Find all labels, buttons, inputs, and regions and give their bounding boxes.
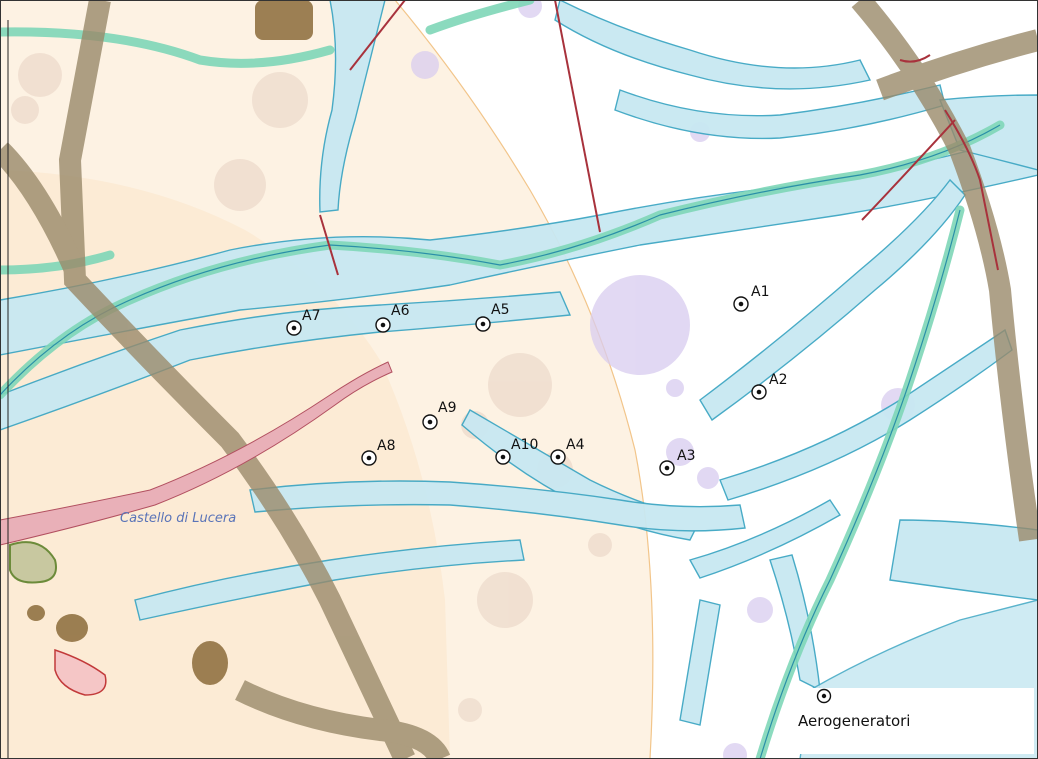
- turbine-label-a9: A9: [438, 400, 456, 416]
- turbine-icon-dot: [555, 454, 561, 460]
- turbine-marker-a3[interactable]: A3: [659, 448, 695, 476]
- turbine-label-a6: A6: [391, 303, 410, 319]
- turbine-marker-a7[interactable]: A7: [286, 308, 320, 336]
- turbine-marker-a10[interactable]: A10: [495, 437, 538, 465]
- place-label-castello: Castello di Lucera: [120, 511, 236, 526]
- turbine-icon-dot: [366, 455, 372, 461]
- turbine-icon-dot: [738, 301, 744, 307]
- turbine-label-a1: A1: [751, 284, 769, 300]
- dark-patches: [27, 0, 313, 685]
- map-legend: Aerogeneratori: [798, 688, 1034, 754]
- turbine-label-a2: A2: [769, 372, 787, 388]
- turbine-marker-a2[interactable]: A2: [751, 372, 787, 400]
- turbine-marker-a5[interactable]: A5: [475, 302, 509, 332]
- turbine-marker-a1[interactable]: A1: [733, 284, 769, 312]
- turbine-label-a7: A7: [302, 308, 320, 324]
- turbine-label-a8: A8: [377, 438, 395, 454]
- turbine-icon-dot: [756, 389, 762, 395]
- turbine-icon-dot: [480, 321, 486, 327]
- turbine-icon-dot: [500, 454, 506, 460]
- turbine-icon-dot: [291, 325, 297, 331]
- turbine-label-a5: A5: [491, 302, 509, 318]
- power-lines: [319, 0, 999, 276]
- faint-circles: [11, 53, 612, 722]
- river-lines: [0, 124, 1001, 759]
- turbine-label-a3: A3: [677, 448, 695, 464]
- turbine-marker-a6[interactable]: A6: [375, 303, 410, 333]
- turbine-label-a4: A4: [566, 437, 585, 453]
- turbine-label-a10: A10: [511, 437, 538, 453]
- turbine-marker-a9[interactable]: A9: [422, 400, 456, 430]
- turbine-icon-dot: [664, 465, 670, 471]
- turbine-marker-a8[interactable]: A8: [361, 438, 395, 466]
- legend-label-aerogeneratori: Aerogeneratori: [798, 712, 911, 730]
- urban-areas: [0, 361, 393, 696]
- turbine-marker-a4[interactable]: A4: [550, 437, 585, 465]
- turbine-icon-dot: [380, 322, 386, 328]
- turbine-icon: [816, 688, 832, 704]
- turbine-icon-dot: [427, 419, 433, 425]
